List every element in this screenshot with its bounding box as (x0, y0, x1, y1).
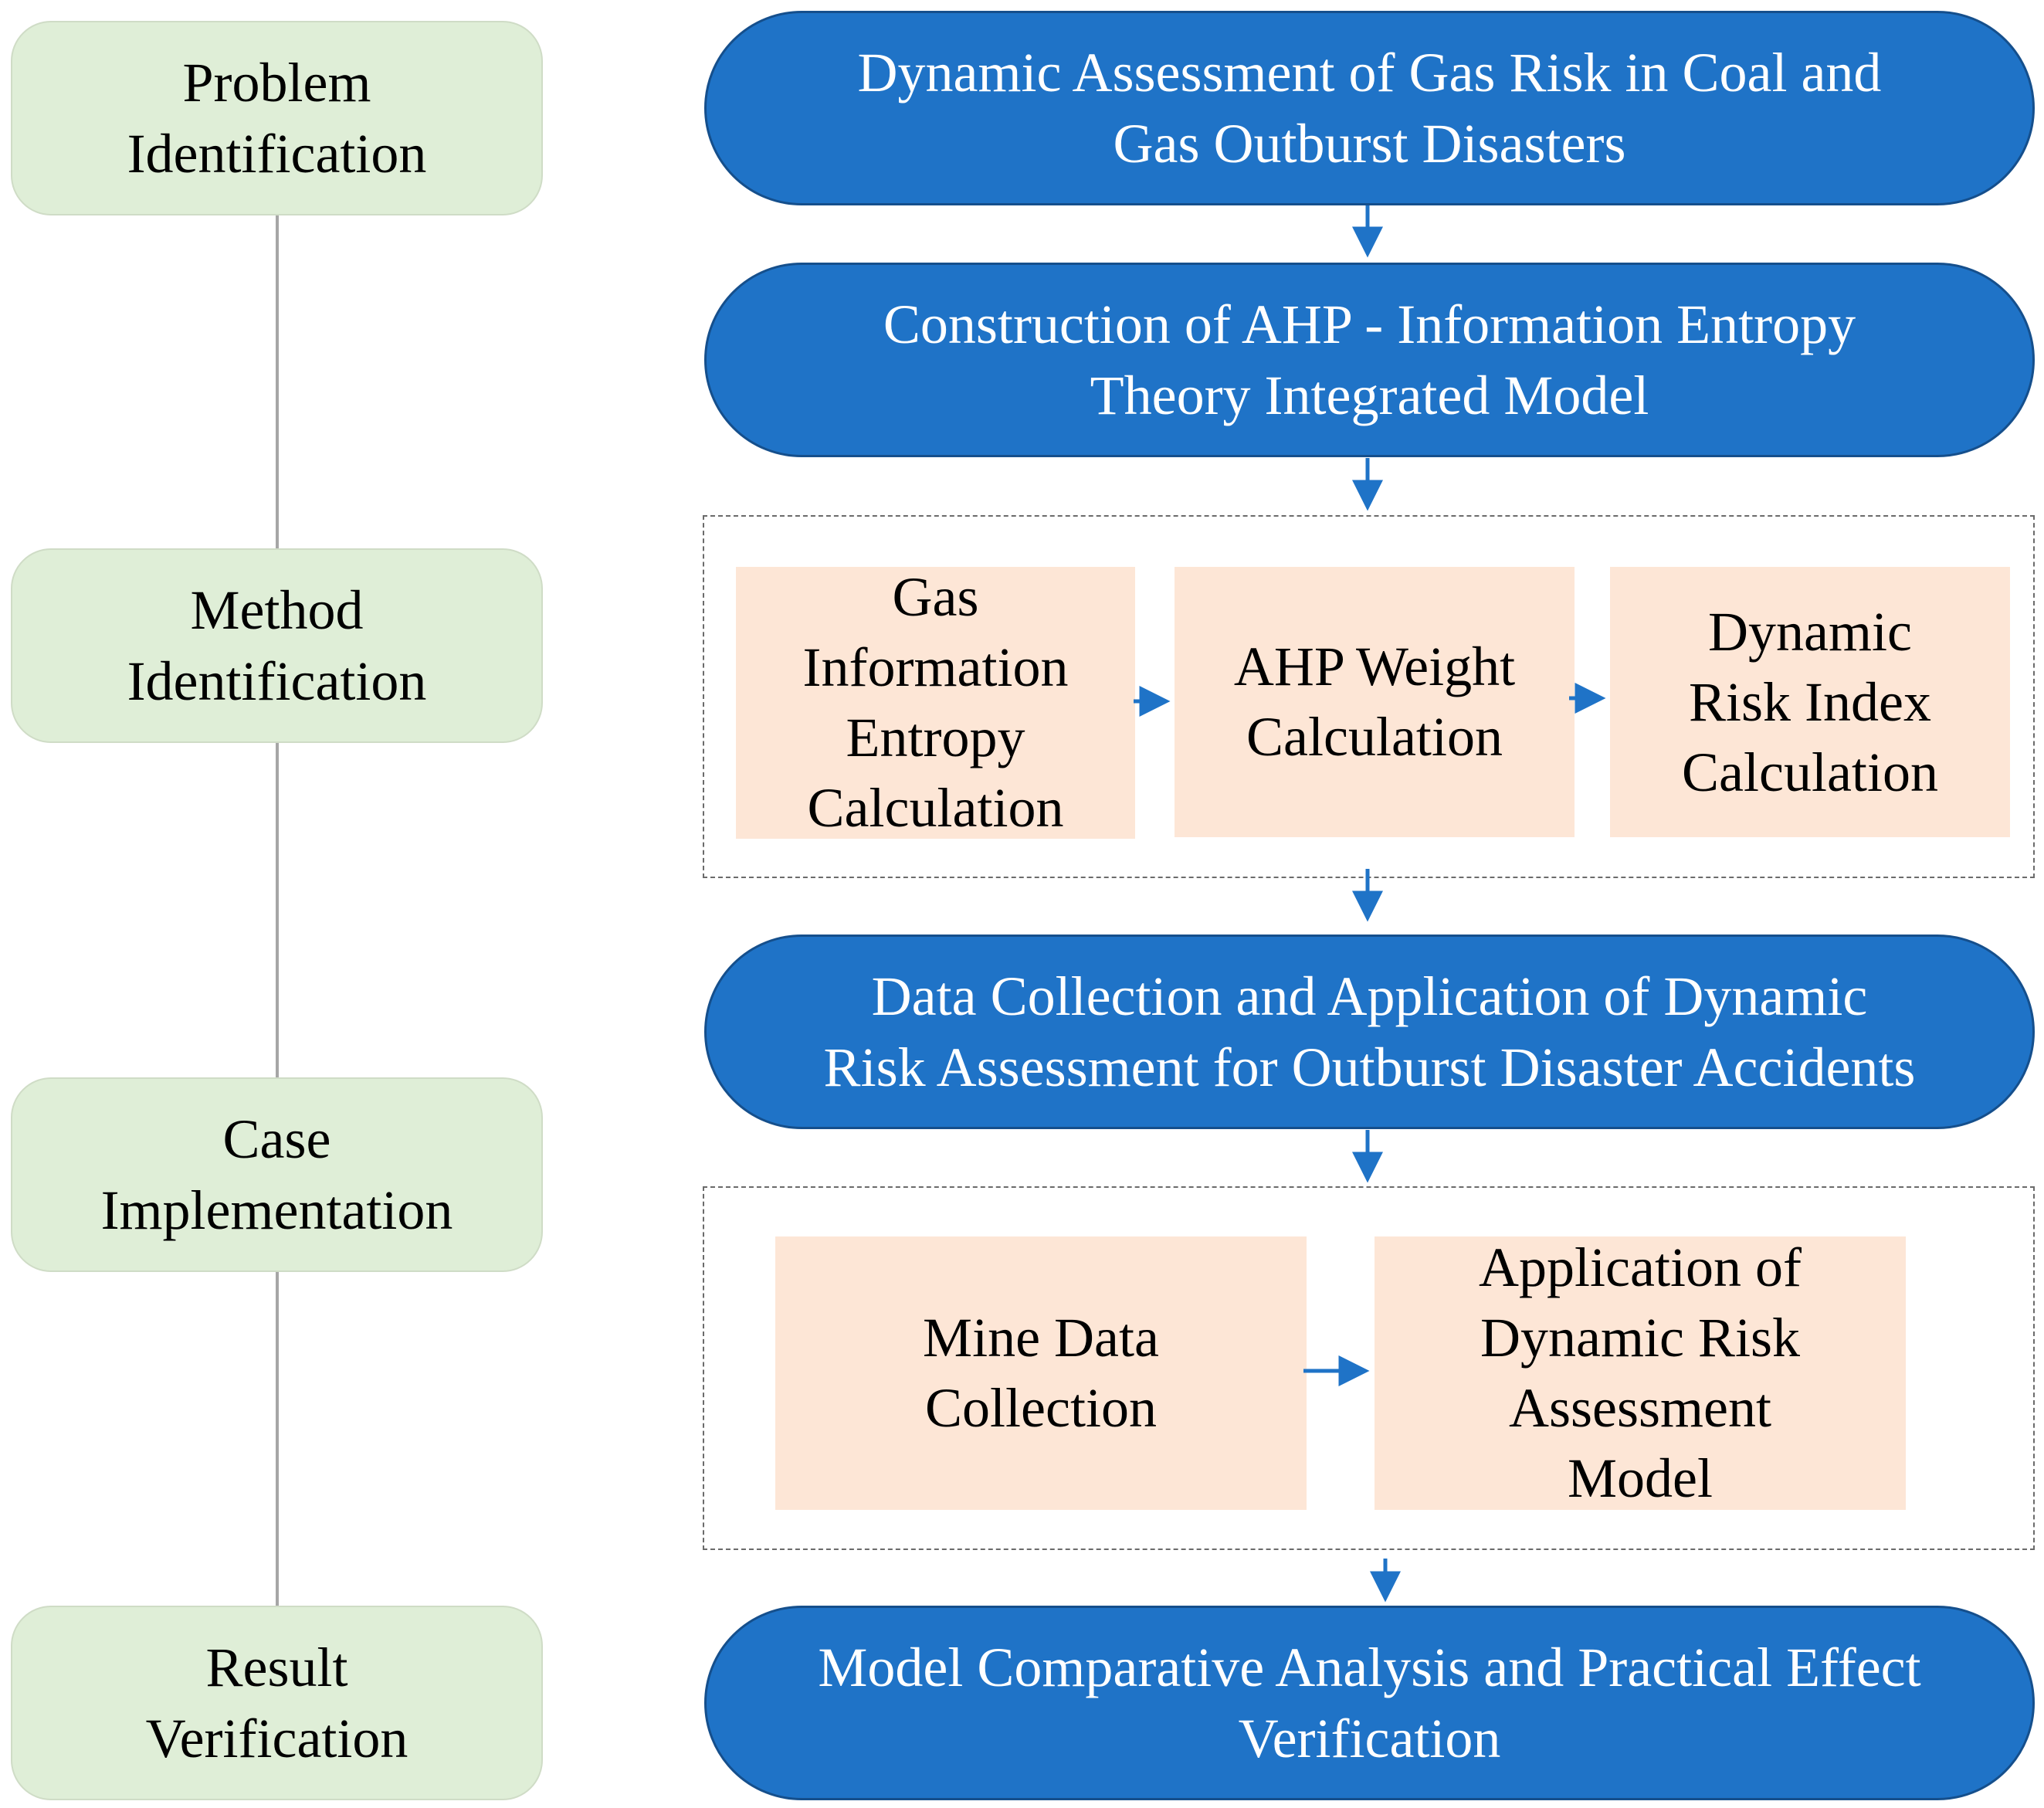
flow-model-construction-node: Construction of AHP - Information Entrop… (704, 263, 2035, 457)
stage-label-line: Identification (127, 123, 427, 185)
step-gas-information-entropy: Gas Information Entropy Calculation (736, 566, 1135, 839)
stage-method-identification: Method Identification (11, 548, 543, 743)
step-label-line: Dynamic (1708, 600, 1912, 663)
step-application-model: Application of Dynamic Risk Assessment M… (1375, 1236, 1906, 1510)
flow-assessment-node: Dynamic Assessment of Gas Risk in Coal a… (704, 11, 2035, 205)
stage-label-line: Case (222, 1108, 331, 1170)
node-label-line: Verification (1238, 1708, 1501, 1769)
node-label-line: Construction of AHP - Information Entrop… (883, 293, 1856, 355)
case-steps-group: Mine Data Collection Application of Dyna… (703, 1186, 2035, 1550)
node-label-line: Data Collection and Application of Dynam… (871, 965, 1868, 1027)
stage-label-line: Method (190, 579, 364, 641)
node-label-line: Gas Outburst Disasters (1113, 113, 1626, 175)
stage-problem-identification: Problem Identification (11, 21, 543, 215)
step-label-line: Calculation (1682, 741, 1938, 803)
node-label-line: Model Comparative Analysis and Practical… (818, 1637, 1921, 1698)
step-label-line: Assessment (1509, 1377, 1771, 1439)
step-label-line: AHP Weight (1233, 636, 1516, 697)
step-label-line: Information (802, 636, 1069, 698)
stage-label-line: Identification (127, 650, 427, 712)
flow-data-application-node: Data Collection and Application of Dynam… (704, 935, 2035, 1129)
flow-verification-node: Model Comparative Analysis and Practical… (704, 1606, 2035, 1800)
node-label-line: Dynamic Assessment of Gas Risk in Coal a… (857, 42, 1882, 103)
step-label-line: Application of (1479, 1236, 1802, 1298)
step-mine-data-collection: Mine Data Collection (775, 1236, 1307, 1510)
node-label-line: Theory Integrated Model (1090, 365, 1649, 426)
step-label-line: Collection (925, 1377, 1157, 1439)
stage-label-line: Verification (145, 1708, 408, 1769)
step-label-line: Mine Data (923, 1307, 1159, 1369)
stage-label-line: Problem (182, 52, 371, 114)
method-steps-group: Gas Information Entropy Calculation AHP … (703, 515, 2035, 878)
stage-label-line: Implementation (100, 1179, 453, 1241)
stage-connector-line (276, 215, 279, 548)
stage-label-line: Result (205, 1637, 348, 1698)
step-label-line: Dynamic Risk (1480, 1307, 1800, 1369)
stage-connector-line (276, 743, 279, 1077)
step-label-line: Calculation (1246, 706, 1503, 768)
step-ahp-weight: AHP Weight Calculation (1175, 567, 1575, 837)
step-label-line: Risk Index (1689, 670, 1931, 733)
step-label-line: Entropy (846, 707, 1025, 768)
stage-connector-line (276, 1272, 279, 1606)
step-label-line: Calculation (807, 777, 1064, 839)
step-label-line: Model (1568, 1447, 1713, 1509)
node-label-line: Risk Assessment for Outburst Disaster Ac… (823, 1036, 1916, 1098)
stage-result-verification: Result Verification (11, 1606, 543, 1800)
stage-case-implementation: Case Implementation (11, 1077, 543, 1272)
step-label-line: Gas (892, 566, 979, 628)
step-dynamic-risk-index: Dynamic Risk Index Calculation (1610, 567, 2010, 837)
